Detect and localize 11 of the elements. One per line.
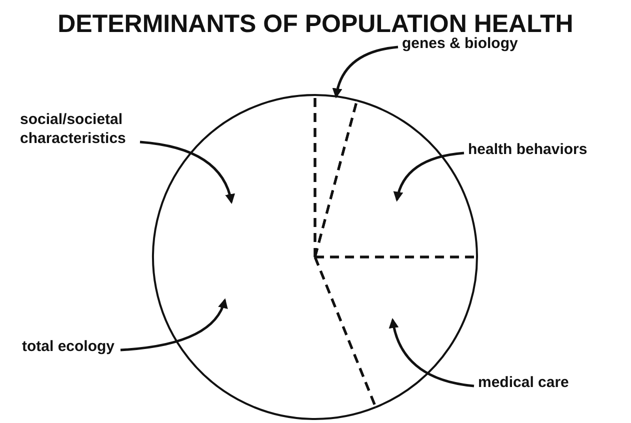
curved-arrow <box>120 298 228 352</box>
curved-arrow <box>394 152 464 202</box>
node-label: total ecology <box>22 337 115 356</box>
curved-arrow <box>332 46 398 98</box>
node-label: medical care <box>478 373 569 392</box>
pie-sector <box>152 94 377 420</box>
node-label: health behaviors <box>468 140 588 159</box>
curved-arrow <box>140 140 234 204</box>
node-label: social/societal characteristics <box>20 110 134 148</box>
pie-sector <box>314 256 478 408</box>
curved-arrow <box>389 318 474 388</box>
